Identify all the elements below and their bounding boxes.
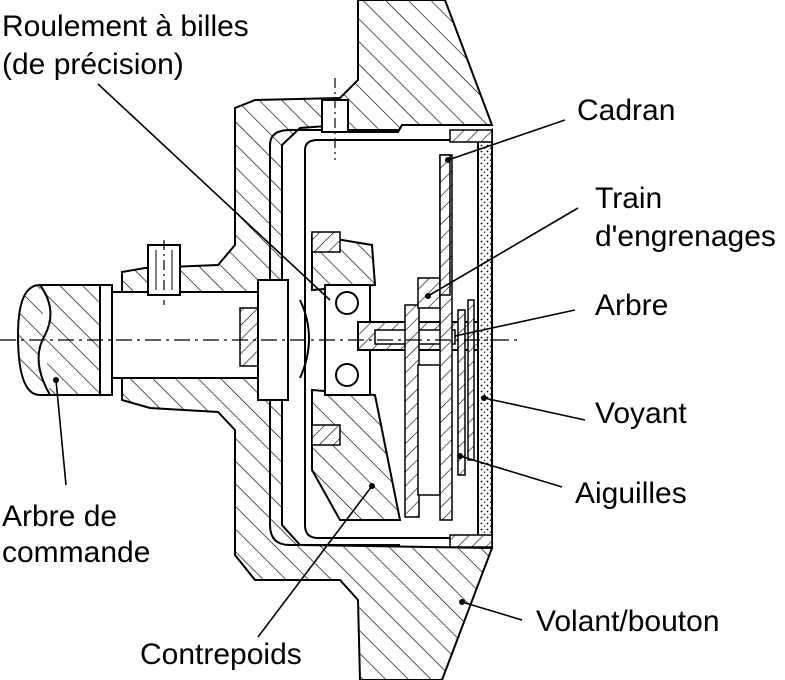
label-dial: Cadran [577, 94, 676, 127]
label-hands: Aiguilles [575, 477, 687, 510]
hands [457, 309, 466, 476]
dial [439, 154, 451, 296]
label-gear-train-line2: d'engrenages [595, 220, 776, 253]
label-knob: Volant/bouton [536, 605, 720, 638]
label-gear-train-line1: Train [595, 182, 663, 215]
leader-lines [55, 83, 586, 638]
label-drive-shaft-line2: commande [2, 536, 151, 569]
label-ball-bearing-line1: Roulement à billes [2, 10, 249, 43]
drive-shaft-bore [99, 291, 259, 379]
label-ball-bearing-line2: (de précision) [2, 48, 184, 81]
label-shaft: Arbre [595, 289, 669, 322]
window-glass [477, 128, 493, 550]
label-window: Voyant [595, 397, 687, 430]
label-drive-shaft-line1: Arbre de [2, 500, 118, 533]
label-counterweight: Contrepoids [140, 638, 302, 671]
gear-train [404, 304, 420, 518]
